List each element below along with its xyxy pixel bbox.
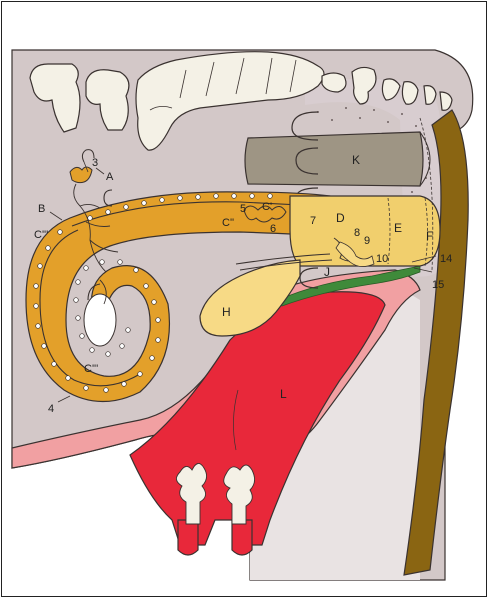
rectum-k [245,132,423,186]
label-E: E [394,221,402,235]
label-n4: 4 [48,403,54,415]
label-F: F [426,229,433,243]
label-n5: 5 [240,203,246,215]
label-n7: 7 [310,215,316,227]
label-C-prime: C' [262,201,272,213]
label-n6: 6 [270,223,276,235]
label-n3: 3 [92,157,98,169]
label-n9: 9 [364,235,370,247]
teats [178,520,252,555]
label-C-triple-top: C''' [34,229,48,241]
label-n15: 15 [432,279,444,291]
label-C-double: C'' [222,217,234,229]
label-n8: 8 [354,227,360,239]
label-L: L [280,387,287,401]
label-K: K [352,153,360,167]
label-J: J [324,265,330,279]
label-B: B [38,203,45,215]
label-D: D [336,211,345,225]
label-n14: 14 [440,253,452,265]
label-C-triple-bottom: C''' [84,363,98,375]
label-A: A [106,171,114,183]
label-H: H [222,305,231,319]
colon-coil-lumen [84,294,116,346]
label-n10: 10 [376,253,388,265]
